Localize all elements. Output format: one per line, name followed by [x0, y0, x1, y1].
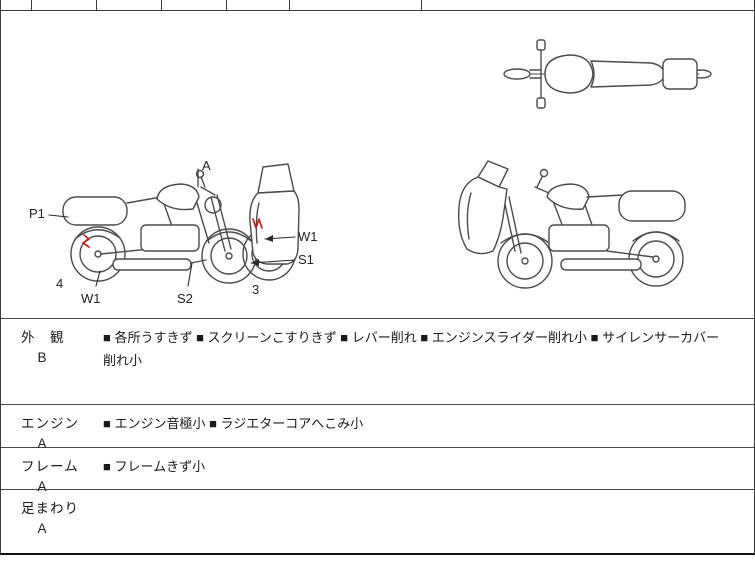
- category-cell: フレーム A: [1, 448, 97, 494]
- comments-text: ■ 各所うすきず ■ スクリーンこすりきず ■ レバー削れ ■ エンジンスライダ…: [103, 330, 720, 368]
- column-divider: [289, 0, 290, 10]
- grade-value: A: [37, 521, 47, 536]
- column-divider: [31, 0, 32, 10]
- condition-table: 外 観 B ■ 各所うすきず ■ スクリーンこすりきず ■ レバー削れ ■ エン…: [1, 318, 754, 553]
- category-cell: エンジン A: [1, 405, 97, 451]
- damage-mark-rear-wheel: [82, 234, 90, 248]
- diagram-label-s1: S1: [298, 252, 314, 267]
- category-label: フレーム: [21, 459, 79, 474]
- category-label: 足まわり: [21, 501, 79, 516]
- condition-diagram: P1 A W1 S1 4 W1 S2 3: [1, 11, 754, 318]
- column-divider: [421, 0, 422, 10]
- diagram-label-s2: S2: [177, 291, 193, 306]
- diagram-label-w1-right: W1: [298, 229, 318, 244]
- comments-text: ■ エンジン音極小 ■ ラジエターコアへこみ小: [103, 416, 364, 431]
- bike-top-view: [503, 39, 712, 109]
- grade-value: A: [37, 436, 47, 451]
- diagram-label-w1-bottom: W1: [81, 291, 101, 306]
- column-divider: [226, 0, 227, 10]
- category-cell: 外 観 B: [1, 319, 97, 404]
- table-row-engine: エンジン A ■ エンジン音極小 ■ ラジエターコアへこみ小: [1, 404, 754, 451]
- diagram-label-a: A: [202, 158, 211, 173]
- column-divider: [96, 0, 97, 10]
- table-top-remnant: [1, 0, 754, 11]
- category-label: エンジン: [21, 416, 79, 431]
- table-row-exterior: 外 観 B ■ 各所うすきず ■ スクリーンこすりきず ■ レバー削れ ■ エン…: [1, 318, 754, 404]
- column-divider: [161, 0, 162, 10]
- diagram-label-4: 4: [56, 276, 64, 291]
- annotation-leader-lines: [48, 168, 296, 287]
- motorcycle-diagrams: [48, 39, 712, 289]
- table-row-undercarriage: 足まわり A: [1, 489, 754, 553]
- category-cell: 足まわり A: [1, 490, 97, 553]
- comments-text: [97, 490, 754, 553]
- bike-right-side-view: [457, 160, 686, 289]
- category-label: 外 観: [21, 330, 65, 345]
- comments-text: ■ フレームきず小: [103, 459, 206, 474]
- bike-left-side-view: [62, 169, 257, 284]
- diagram-label-p1: P1: [29, 206, 45, 221]
- bike-front-view: [242, 163, 300, 281]
- grade-value: A: [37, 479, 47, 494]
- damage-mark-front-cowl: [252, 218, 263, 229]
- grade-value: B: [37, 350, 47, 365]
- table-row-frame: フレーム A ■ フレームきず小: [1, 447, 754, 494]
- diagram-label-3: 3: [252, 282, 260, 297]
